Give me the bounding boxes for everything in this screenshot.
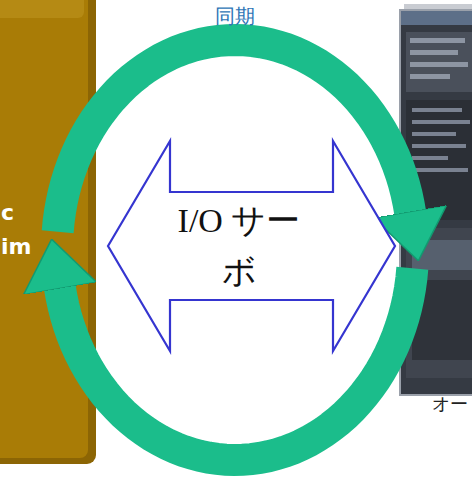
list-item	[412, 120, 470, 124]
list-item	[410, 62, 468, 67]
node-text: c im	[1, 196, 41, 264]
sync-label: 同期	[175, 1, 295, 31]
viewport	[412, 240, 472, 270]
list-item	[412, 168, 468, 172]
box-edge	[0, 0, 96, 464]
double-arrow	[108, 141, 395, 351]
simulator-box: c im	[0, 0, 60, 463]
panel	[406, 32, 472, 92]
list-item	[410, 50, 458, 55]
list-item	[412, 144, 466, 148]
signal-label: I/O サーボ	[169, 195, 309, 297]
list-item	[410, 74, 450, 79]
list-item	[412, 156, 448, 160]
title-bar	[401, 11, 472, 25]
box-top	[0, 0, 84, 18]
list-item	[410, 38, 465, 43]
software-window: オー	[412, 10, 472, 395]
node-text: オー	[432, 392, 472, 416]
list-item	[412, 132, 456, 136]
simulator-box	[0, 0, 96, 464]
list-item	[412, 108, 462, 112]
